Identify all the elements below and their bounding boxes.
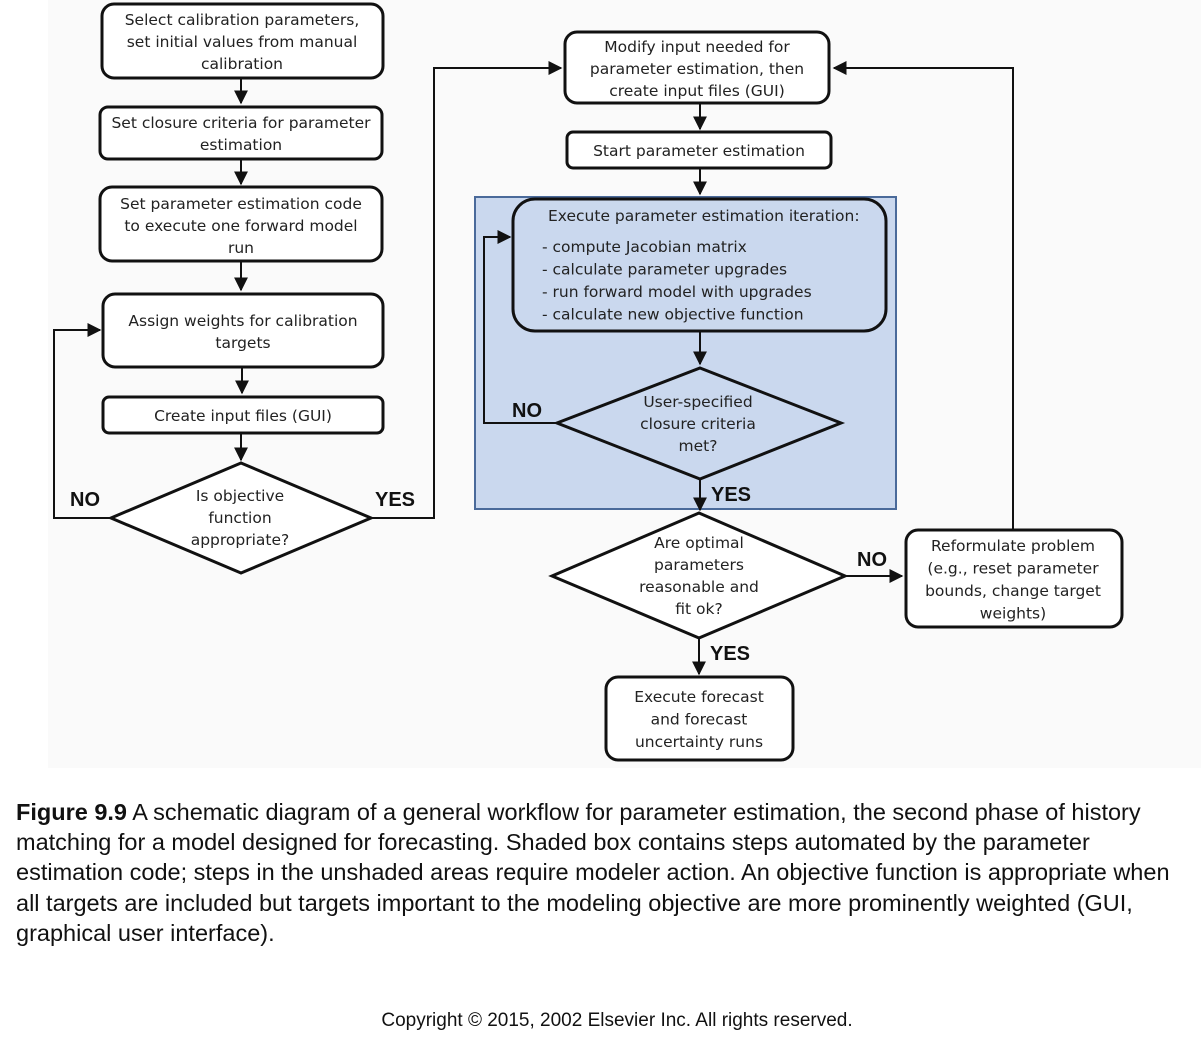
optimal-no-label: NO [857, 549, 887, 571]
closure-no-label: NO [512, 400, 542, 422]
no-loop-connector [53, 323, 111, 519]
step-create-input-files: Create input files (GUI) [101, 395, 385, 435]
figure-label: Figure 9.9 [16, 799, 128, 825]
step-text: Reformulate problem(e.g., reset paramete… [925, 537, 1101, 623]
optimal-yes-label: YES [710, 643, 750, 665]
workflow-diagram: Select calibration parameters,set initia… [53, 2, 1124, 762]
yes-label: YES [375, 489, 415, 511]
iteration-steps: - compute Jacobian matrix- calculate par… [542, 238, 812, 324]
figure-caption: Figure 9.9 A schematic diagram of a gene… [16, 797, 1186, 948]
step-execute-iteration: Execute parameter estimation iteration: … [511, 197, 888, 333]
reformulate-loop-connector [832, 61, 1014, 530]
step-reformulate-problem: Reformulate problem(e.g., reset paramete… [904, 528, 1124, 629]
step-text: Select calibration parameters,set initia… [125, 11, 360, 73]
step-start-estimation: Start parameter estimation [565, 130, 833, 170]
caption-text: A schematic diagram of a general workflo… [16, 799, 1170, 946]
iteration-title: Execute parameter estimation iteration: [548, 207, 860, 225]
copyright-notice: Copyright © 2015, 2002 Elsevier Inc. All… [381, 1010, 853, 1031]
closure-yes-label: YES [711, 484, 751, 506]
step-text: Start parameter estimation [593, 142, 805, 160]
closure-no-loop-connector [483, 230, 557, 424]
no-label: NO [70, 489, 100, 511]
step-text: Create input files (GUI) [154, 407, 332, 425]
step-select-calibration-parameters: Select calibration parameters,set initia… [100, 2, 385, 80]
yes-connector [371, 61, 563, 519]
